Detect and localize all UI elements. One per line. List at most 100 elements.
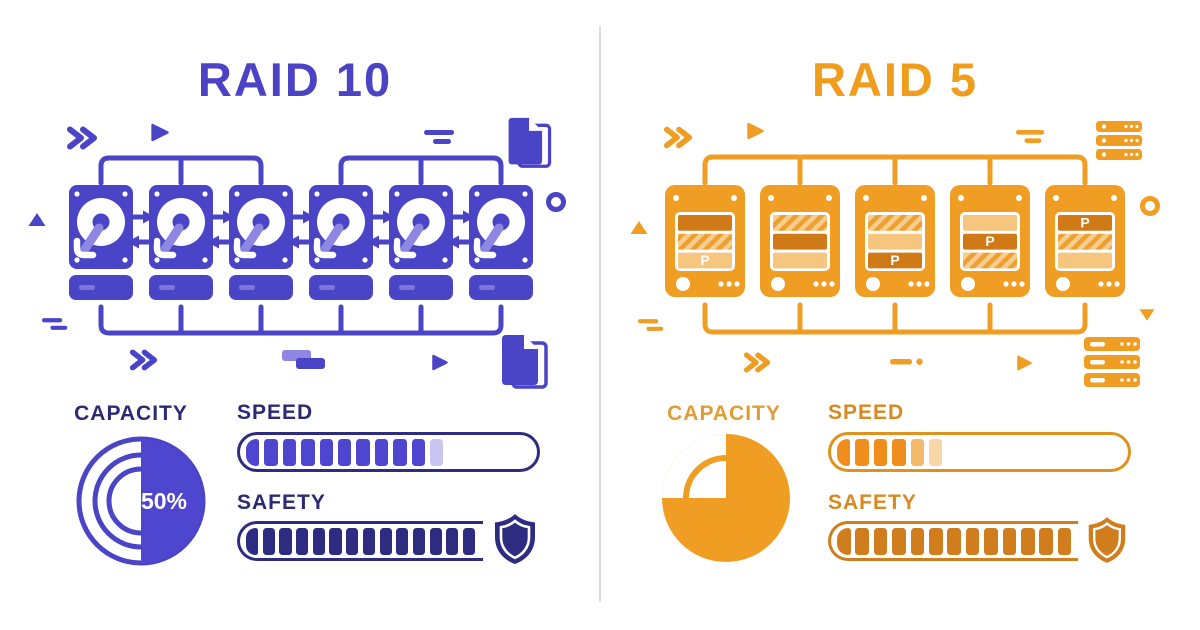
- bar-segment: [1113, 439, 1126, 466]
- server-stack-icon: [1096, 121, 1142, 160]
- ring-icon: [1140, 196, 1160, 216]
- bar-segment: [296, 527, 309, 555]
- bar-segment: [1039, 439, 1052, 466]
- capacity-label: CAPACITY: [74, 402, 188, 425]
- bar-segment: [379, 527, 392, 555]
- mirror-arrow-left-icon: [126, 235, 156, 254]
- hdd-disk: [389, 185, 453, 305]
- bar-segment: [462, 527, 476, 555]
- mirror-arrow-right-icon: [366, 210, 396, 229]
- mirror-arrow-right-icon: [286, 210, 316, 229]
- bar-segment: [446, 527, 459, 555]
- bar-segment: [1003, 439, 1016, 466]
- bar-segment: [966, 439, 979, 466]
- mirror-arrow-right-icon: [206, 210, 236, 229]
- mirror-arrow-left-icon: [286, 235, 316, 254]
- ring-icon: [546, 192, 566, 212]
- bar-segment: [246, 527, 259, 555]
- bar-segment: [346, 527, 359, 555]
- hdd-disk: [69, 185, 133, 305]
- center-divider: [599, 26, 601, 602]
- raid10-capacity-pie: 50%: [76, 436, 206, 566]
- mirror-arrow-right-icon: [446, 210, 476, 229]
- connector-icon: [282, 350, 325, 369]
- play-icon: [747, 122, 764, 140]
- striped-disk: P: [1045, 185, 1125, 302]
- bar-segment: [329, 527, 342, 555]
- svg-text:P: P: [1080, 214, 1089, 230]
- triangle-up-icon: [630, 221, 648, 234]
- bar-segment: [356, 438, 370, 466]
- bar-segment: [337, 438, 352, 466]
- bar-segment: [984, 439, 997, 466]
- bar-segment: [910, 438, 924, 466]
- hdd-disk: [229, 185, 293, 305]
- play-icon: [432, 354, 448, 371]
- safety-label: SAFETY: [237, 491, 326, 514]
- bar-segment: [892, 438, 906, 466]
- raid5-title: RAID 5: [811, 53, 979, 106]
- bar-segment: [301, 438, 315, 466]
- bar-segment: [264, 438, 278, 466]
- triangle-up-icon: [28, 213, 46, 226]
- double-chevron-icon: [129, 349, 158, 371]
- striped-disk: P: [665, 185, 745, 302]
- bar-segment: [312, 527, 325, 555]
- speed-label: SPEED: [828, 401, 905, 424]
- svg-text:50%: 50%: [141, 488, 187, 514]
- bar-segment: [947, 439, 960, 466]
- mirror-arrow-left-icon: [446, 235, 476, 254]
- bar-segment: [362, 527, 375, 555]
- triangle-down-icon: [1139, 309, 1155, 321]
- bar-segment: [855, 438, 869, 466]
- equals-dashes-icon: [638, 319, 664, 331]
- bar-segment: [412, 527, 426, 555]
- double-chevron-icon: [67, 126, 97, 150]
- bar-segment: [1039, 527, 1053, 555]
- double-chevron-icon: [743, 352, 771, 373]
- bar-segment: [279, 527, 292, 555]
- svg-text:P: P: [890, 252, 899, 268]
- server-stack-icon: [1084, 337, 1140, 387]
- dash-dot-icon: [890, 358, 923, 365]
- bar-segment: [1002, 527, 1017, 555]
- svg-text:P: P: [700, 252, 709, 268]
- safety-label: SAFETY: [828, 491, 917, 514]
- raid5-disk-array: P P P P: [665, 185, 1125, 300]
- raid5-speed-bar: [828, 432, 1131, 472]
- bar-segment: [928, 527, 943, 555]
- bar-segment: [1057, 527, 1072, 555]
- bar-segment: [246, 438, 260, 466]
- bar-segment: [1021, 439, 1034, 466]
- bar-segment: [1020, 527, 1035, 555]
- bar-segment: [947, 527, 961, 555]
- file-stack-icon: [508, 117, 552, 168]
- bar-segment: [429, 527, 442, 555]
- bar-segment: [984, 527, 998, 555]
- bar-segment: [873, 438, 888, 466]
- svg-text:P: P: [985, 233, 994, 249]
- striped-disk: P: [950, 185, 1030, 302]
- hdd-disk: [469, 185, 533, 305]
- raid10-safety-bar: [237, 521, 483, 561]
- equals-dashes-icon: [1016, 129, 1045, 144]
- play-icon: [151, 123, 169, 142]
- hdd-disk: [149, 185, 213, 305]
- shield-icon: [1088, 517, 1126, 563]
- bar-segment: [396, 527, 409, 555]
- capacity-label: CAPACITY: [667, 402, 781, 425]
- shield-icon: [495, 514, 535, 564]
- bar-segment: [393, 438, 407, 466]
- bar-segment: [411, 438, 425, 466]
- speed-label: SPEED: [237, 401, 314, 424]
- bar-segment: [1076, 439, 1089, 466]
- bar-segment: [873, 527, 888, 555]
- striped-disk: P: [855, 185, 935, 302]
- hdd-disk: [309, 185, 373, 305]
- raid10-speed-bar: [237, 432, 540, 472]
- bar-segment: [928, 438, 943, 466]
- file-stack-icon: [502, 335, 548, 389]
